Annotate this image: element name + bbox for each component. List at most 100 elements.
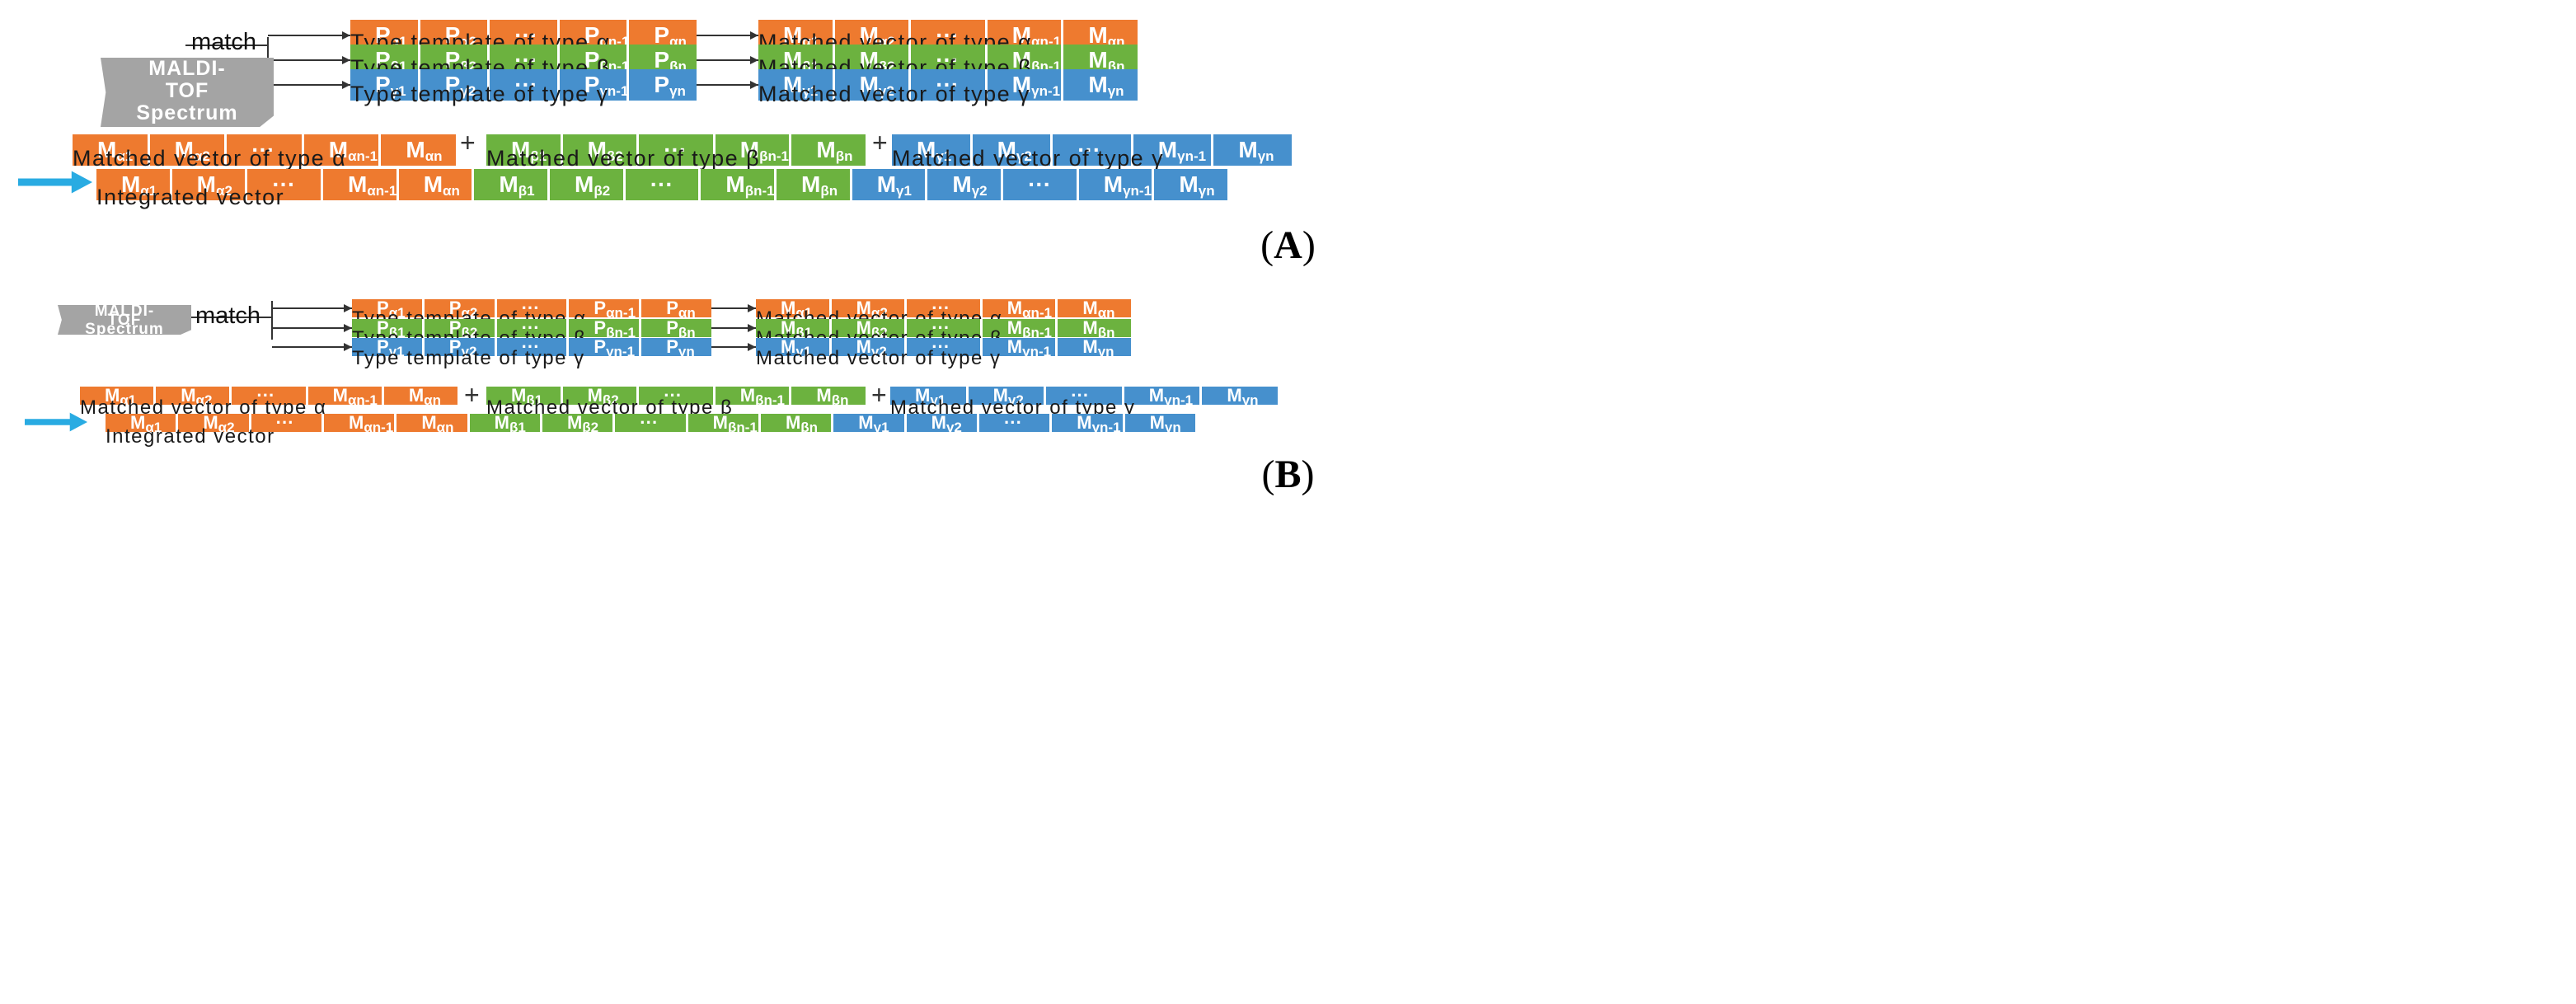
cell-subscript: α2 [218,420,235,432]
cell-subscript: αn-1 [347,392,378,405]
vector-cell: Mγn-1 [1133,134,1214,166]
cell-symbol: M [332,387,348,405]
vector-cell: ··· [907,299,983,317]
vector-cell: Mβn [1058,319,1131,337]
cell-subscript: γn-1 [1091,420,1121,432]
cell-subscript: βn-1 [727,420,758,432]
cell-symbol: M [1088,47,1108,73]
right-arrow-icon [18,171,92,194]
arrowhead [342,31,350,40]
vector-cell: Mβ2 [542,414,616,432]
cell-subscript: γn-1 [1164,392,1194,405]
cell-symbol: M [785,414,801,432]
vector-cell: Mγ2 [968,387,1047,405]
vector-cell: Pα1 [352,299,425,317]
cell-subscript: α1 [116,148,134,164]
cell-symbol: M [917,137,936,162]
cell-subscript: α2 [461,305,478,317]
cell-symbol: M [915,387,931,405]
plus-sign-1: + [464,380,480,410]
vector-cell: Mγ2 [831,338,908,356]
cell-symbol: M [494,414,509,432]
arrowhead [344,304,352,312]
cell-symbol: M [783,22,803,48]
vector-cell: Mγ1 [852,169,928,200]
cell-subscript: βn-1 [759,148,789,164]
vector-cell: Mαn [381,134,456,166]
cell-subscript: α1 [795,305,813,317]
cell-symbol: M [859,22,879,48]
vector-cell: Mγ1 [833,414,907,432]
plus-sign-1: + [460,128,476,157]
vector-cell: Pγn [629,69,697,101]
cell-symbol: M [587,137,607,162]
cell-subscript: βn [835,148,853,164]
vector-cell: Pα2 [424,299,497,317]
cell-symbol: M [406,137,425,162]
vector-cell: Mβn [791,134,866,166]
arrow-shape [25,412,87,432]
cell-subscript: αn [425,148,443,164]
cell-subscript: γn [1198,183,1215,199]
cell-symbol: M [1077,414,1092,432]
cell-subscript: γn [678,344,695,356]
cell-subscript: β2 [461,325,478,337]
cell-symbol: ··· [1077,137,1101,162]
cell-symbol: ··· [640,414,659,432]
panel-label-open: ( [1261,453,1275,496]
cell-symbol: M [1082,338,1098,356]
vector-cell: Pγ1 [350,69,420,101]
cell-subscript: α1 [388,305,406,317]
cell-symbol: ··· [664,387,683,405]
arrowhead [344,343,352,351]
panel-label: (B) [0,452,2576,497]
cell-symbol: M [816,137,836,162]
cell-subscript: α1 [145,420,162,432]
cell-symbol: M [1006,338,1023,356]
cell-symbol: M [587,387,603,405]
cell-symbol: M [348,171,368,197]
vector-cell: Mγ1 [758,69,835,101]
panel-label-close: ) [1302,223,1316,267]
cell-subscript: γ2 [870,344,887,356]
vector-cell: Pβn-1 [569,319,642,337]
cell-subscript: β2 [582,420,599,432]
match-label: match [195,303,260,329]
vector-cell: ··· [639,134,716,166]
plus-sign-2: + [872,128,888,157]
panel-label-close: ) [1301,453,1315,496]
vector-cell: Mαn-1 [307,387,384,405]
panel-label-letter: A [1274,223,1302,267]
cell-symbol: ··· [521,338,540,356]
cell-subscript: α2 [870,305,888,317]
plus-sign-2: + [871,380,887,410]
vector-cell: Mα1 [80,387,157,405]
vector-cell: Mα2 [171,169,248,200]
cell-subscript: γ2 [461,344,477,356]
cell-symbol: ··· [514,72,538,97]
arrowhead [750,56,758,64]
cell-symbol: M [130,414,146,432]
cell-symbol: P [377,299,389,317]
combine-label-beta: Matched vector of type β [486,146,761,171]
cell-symbol: M [423,171,443,197]
cell-symbol: M [1149,414,1165,432]
matched-label-gamma: Matched vector of type γ [756,347,1002,369]
cell-subscript: αn [443,183,460,199]
cell-subscript: β2 [594,183,611,199]
arrowhead [750,81,758,89]
cell-subscript: β1 [388,325,406,337]
cell-symbol: M [203,414,218,432]
cell-symbol: M [1088,72,1108,97]
cell-subscript: βn [831,392,849,405]
vector-cell: Mαn-1 [323,169,399,200]
cell-subscript: βn [678,325,696,337]
vector-cell: Mαn-1 [303,134,382,166]
arrowhead [342,56,350,64]
vector-cell: Mα1 [106,414,179,432]
cell-subscript: γ2 [1007,392,1024,405]
